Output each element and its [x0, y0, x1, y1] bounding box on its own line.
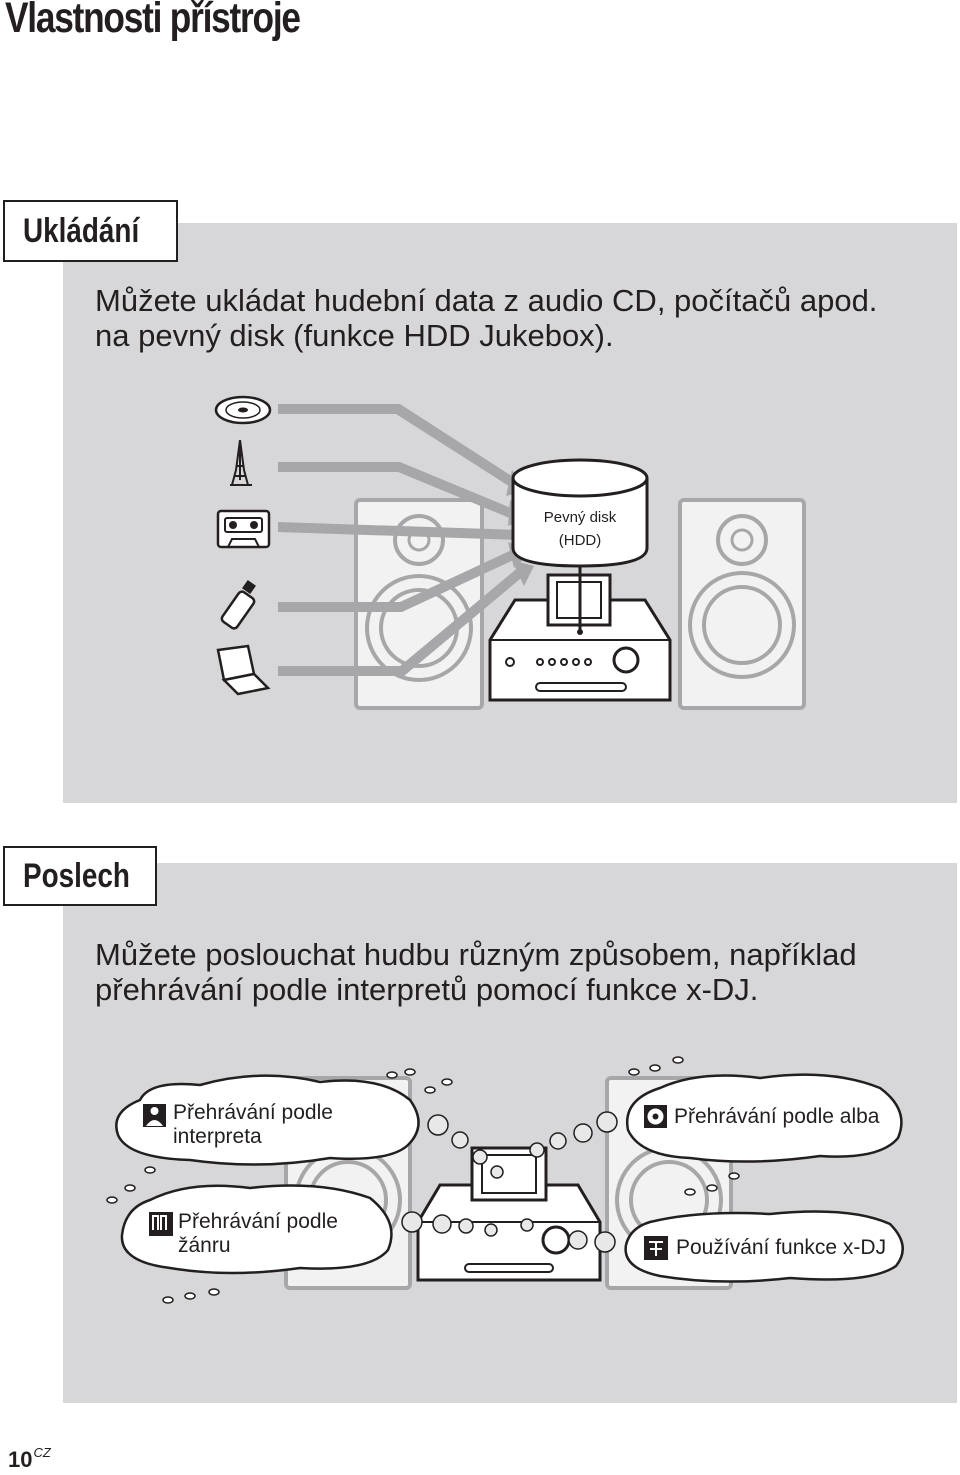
album-mode-label: Přehrávání podle alba [674, 1105, 880, 1128]
music-notes [106, 1056, 740, 1304]
genre-cloud [120, 1184, 393, 1275]
listen-main-unit [416, 1146, 602, 1282]
music-flow-balls [401, 1111, 618, 1253]
laptop-icon [216, 644, 271, 696]
artist-icon [143, 1104, 166, 1127]
listening-text-line1: Můžete poslouchat hudbu různým způsobem,… [95, 937, 857, 972]
xdj-icon [644, 1236, 668, 1260]
album-icon [644, 1105, 667, 1128]
album-cloud [625, 1073, 903, 1163]
cd-icon [214, 395, 272, 425]
hdd-icon: Pevný disk (HDD) [511, 458, 649, 635]
genre-mode-label: Přehrávání podle žánru [178, 1210, 338, 1258]
artist-mode-line1: Přehrávání podle [173, 1101, 333, 1124]
artist-mode-line2: interpreta [173, 1125, 262, 1148]
storage-text-line2: na pevný disk (funkce HDD Jukebox). [95, 318, 614, 353]
usb-stick-icon [220, 580, 256, 630]
xdj-mode-label: Používání funkce x-DJ [676, 1236, 887, 1259]
storage-text-line1: Můžete ukládat hudební data z audio CD, … [95, 283, 878, 318]
page-number: 10CZ [8, 1445, 51, 1473]
genre-icon [149, 1212, 173, 1236]
listening-heading-text: Poslech [23, 856, 130, 895]
page-number-value: 10 [8, 1447, 33, 1472]
right-speaker [678, 498, 806, 710]
hdd-label-line2: (HDD) [559, 532, 602, 549]
storage-heading-text: Ukládání [23, 211, 140, 250]
cassette-icon [216, 509, 271, 549]
artist-mode-label: Přehrávání podle interpreta [173, 1101, 333, 1149]
storage-heading: Ukládání [3, 200, 178, 262]
page-title: Vlastnosti přístroje [5, 0, 301, 42]
genre-mode-line2: žánru [178, 1234, 231, 1257]
artist-cloud [115, 1074, 420, 1166]
radio-tower-icon [230, 439, 252, 486]
xdj-cloud [624, 1210, 904, 1283]
hdd-label-line1: Pevný disk [544, 509, 617, 526]
page-number-suffix: CZ [33, 1445, 51, 1460]
listening-heading: Poslech [3, 846, 157, 906]
genre-mode-line1: Přehrávání podle [178, 1210, 338, 1233]
listening-text-line2: přehrávání podle interpretů pomocí funkc… [95, 972, 759, 1007]
